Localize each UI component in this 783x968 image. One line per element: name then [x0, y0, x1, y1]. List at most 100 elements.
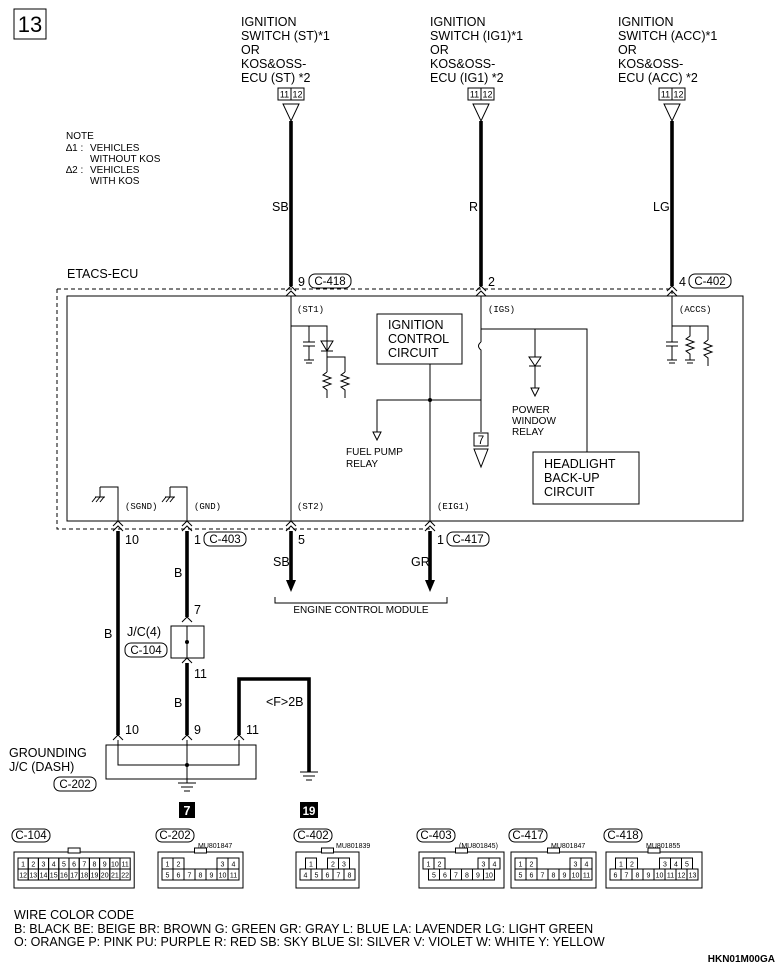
connector-pin-number: 3	[42, 862, 46, 869]
connector-pin-number: 2	[331, 862, 335, 869]
connector-pin-number: 3	[574, 862, 578, 869]
connector-pin-number: 6	[443, 873, 447, 880]
connector-lock-c-403	[455, 847, 468, 854]
connector-cavity	[686, 868, 699, 881]
terminal-bottom-eig1	[424, 520, 436, 532]
note-mark-2: ∆2 :	[66, 165, 83, 176]
connector-pin-number: 8	[636, 873, 640, 880]
connector-pin-number: 14	[40, 873, 48, 880]
terminal-bottom-gnd	[181, 520, 193, 532]
connector-pin-number: 12	[678, 873, 686, 880]
source-st-pin-box2	[290, 87, 305, 101]
source-acc-pin2: 12	[673, 90, 683, 100]
signal-eig1: (EIG1)	[437, 502, 469, 512]
connector-pin-number: 15	[50, 873, 58, 880]
wire-color-st: SB	[272, 200, 289, 214]
page-number: 13	[18, 12, 42, 37]
gnd-ground-symbol	[161, 486, 188, 521]
grounding-line2: J/C (DASH)	[9, 760, 74, 774]
connector-pin-number: 3	[663, 862, 667, 869]
signal-st2: (ST2)	[297, 502, 324, 512]
source-st: IGNITION SWITCH (ST)*1 OR KOS&OSS- ECU (…	[241, 15, 330, 123]
connector-pin-number: 10	[656, 873, 664, 880]
connector-pin-number: 11	[121, 862, 128, 869]
conn-badge-c417	[446, 531, 490, 547]
connector-arrow-acc	[663, 103, 681, 123]
connector-pin-number: 1	[309, 862, 313, 869]
connector-pin-number: 11	[583, 873, 590, 880]
connector-pin-number: 18	[80, 873, 88, 880]
conn-label-c417: C-417	[452, 534, 483, 546]
st1-resistor-2	[339, 371, 351, 398]
ecu-pin-gnd: 1	[194, 533, 201, 547]
connector-pin-number: 8	[348, 873, 352, 880]
ignition-control-line3: CIRCUIT	[388, 346, 439, 360]
ignition-control-circuit	[376, 313, 463, 365]
connector-cavity	[227, 868, 240, 881]
source-ig1-line1: IGNITION	[430, 15, 486, 29]
ground-ref-19-box	[300, 802, 318, 818]
connector-pin-number: 9	[476, 873, 480, 880]
connector-part-c-202: MU801847	[198, 843, 232, 850]
connector-id-c-403: C-403	[420, 830, 451, 842]
sgnd-ground-symbol	[91, 486, 119, 521]
connector-pin-number: 2	[438, 862, 442, 869]
connector-pin-number: 2	[31, 862, 35, 869]
source-st-line4: KOS&OSS-	[241, 57, 306, 71]
source-acc-pin1: 11	[661, 90, 670, 100]
fuel-pump-line2: RELAY	[346, 459, 378, 470]
ref7-box	[473, 432, 489, 447]
source-acc-line2: SWITCH (ACC)*1	[618, 29, 717, 43]
connector-pin-number: 7	[188, 873, 192, 880]
connector-pin-number: 9	[103, 862, 107, 869]
fuel-pump-line1: FUEL PUMP	[346, 447, 403, 458]
ground-ref-7-box	[179, 802, 195, 818]
connector-badge-c-402	[293, 828, 333, 843]
st1-capacitor	[303, 326, 315, 364]
jc4-junction	[185, 640, 189, 644]
connector-body-c-402	[295, 851, 360, 889]
conn-badge-c202	[53, 776, 97, 792]
terminal-top-accs	[666, 285, 678, 297]
ecm-bracket	[274, 597, 448, 604]
source-st-line3: OR	[241, 43, 260, 57]
connector-pin-number: 5	[166, 873, 170, 880]
connector-cavity	[119, 868, 131, 881]
conn-badge-c403	[203, 531, 247, 547]
connector-pin-number: 5	[432, 873, 436, 880]
source-acc-line4: KOS&OSS-	[618, 57, 683, 71]
connector-body-c-202	[157, 851, 244, 889]
connector-pin-number: 2	[530, 862, 534, 869]
connector-pin-number: 1	[619, 862, 623, 869]
grounding-pin-10: 10	[125, 723, 139, 737]
connector-pin-number: 2	[630, 862, 634, 869]
connector-arrow-ig1	[472, 103, 490, 123]
connector-pin-number: 8	[199, 873, 203, 880]
connector-part-c-402: MU801839	[336, 843, 370, 850]
connector-pin-number: 6	[72, 862, 76, 869]
accs-resistor-2	[702, 339, 714, 366]
source-st-line1: IGNITION	[241, 15, 297, 29]
grounding-pin-11: 11	[246, 723, 259, 737]
connector-pin-number: 8	[552, 873, 556, 880]
connector-pin-number: 9	[647, 873, 651, 880]
ecu-pin-igs: 2	[488, 275, 495, 289]
conn-label-c418: C-418	[314, 276, 345, 288]
st1-resistor-1	[321, 371, 333, 398]
grounding-line1: GROUNDING	[9, 746, 87, 760]
wire-color-accs: LG	[653, 200, 670, 214]
headlight-line1: HEADLIGHT	[544, 457, 616, 471]
connector-pin-number: 19	[91, 873, 99, 880]
connector-pin-number: 5	[62, 862, 66, 869]
wire-st2-arrow	[286, 580, 296, 592]
terminal-bottom-sgnd	[112, 520, 124, 532]
connector-pin-number: 7	[454, 873, 458, 880]
connector-pin-number: 8	[465, 873, 469, 880]
connector-pin-number: 1	[427, 862, 431, 869]
connector-pin-number: 1	[519, 862, 523, 869]
jc4-terminal-top	[181, 616, 193, 623]
ecu-body	[66, 295, 744, 522]
connector-pin-number: 5	[519, 873, 523, 880]
source-ig1-line2: SWITCH (IG1)*1	[430, 29, 523, 43]
